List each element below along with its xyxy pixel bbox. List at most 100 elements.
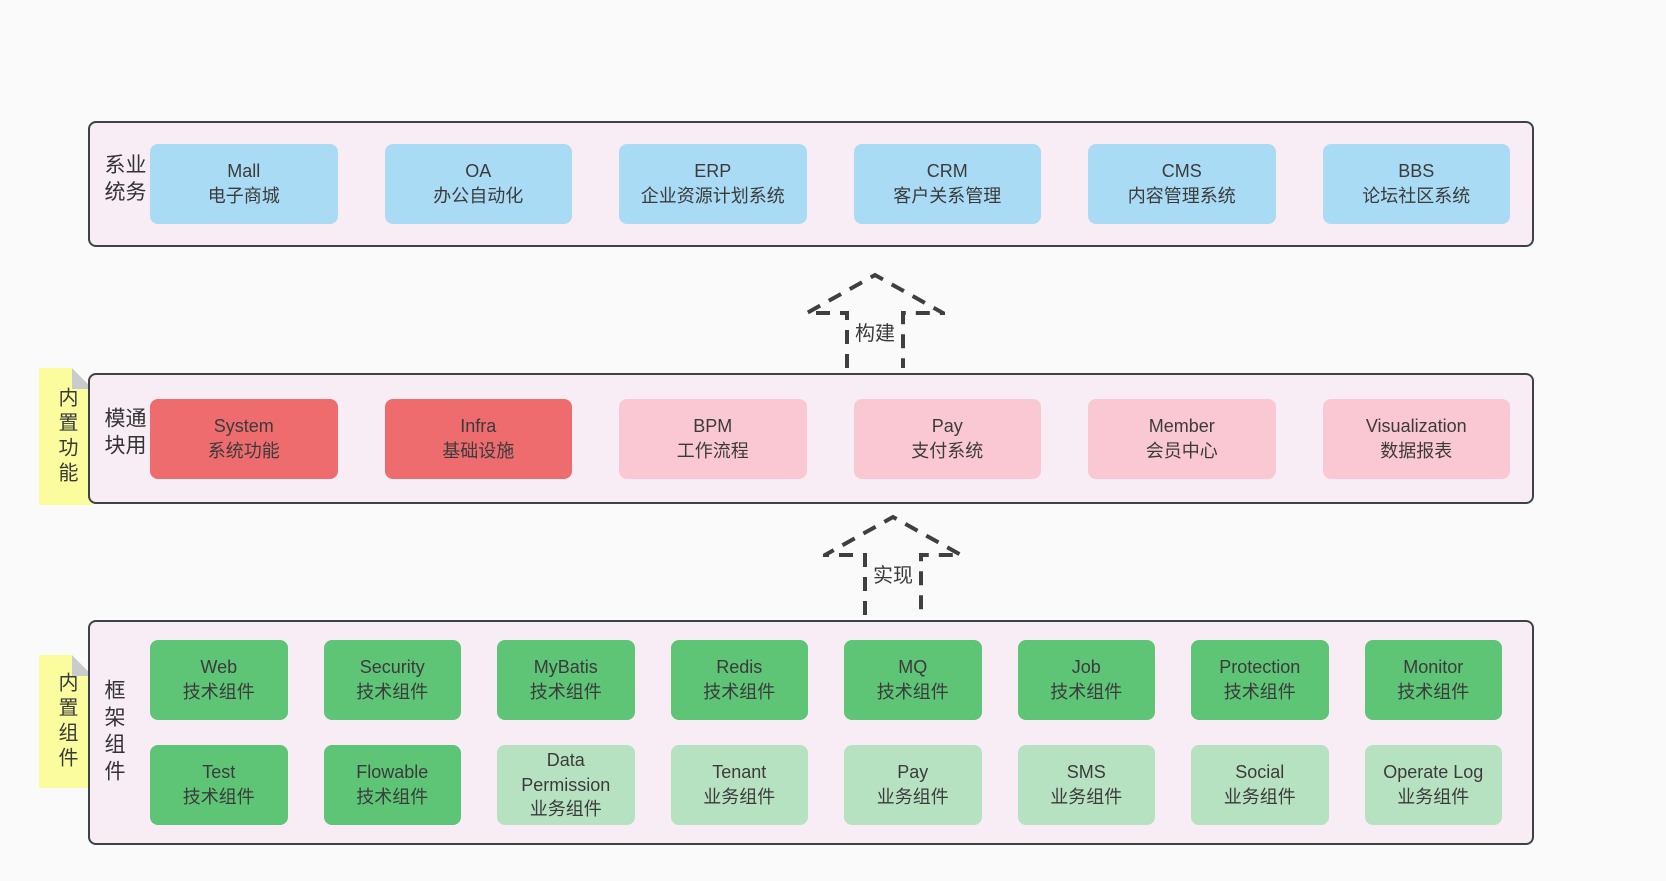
- box-title: OA: [465, 161, 492, 182]
- sticky-note-builtin-components: 内置组件: [39, 655, 93, 788]
- box-subtitle: 技术组件: [703, 682, 776, 702]
- box-subtitle: 技术组件: [182, 682, 255, 702]
- implement-arrow-label: 实现: [870, 559, 916, 588]
- box-social: Social 业务组件: [1191, 745, 1329, 825]
- box-title: MQ: [898, 657, 928, 678]
- framework-components-side-label: 框架组件: [102, 678, 125, 787]
- box-erp: ERP 企业资源计划系统: [619, 144, 807, 224]
- box-subtitle: 企业资源计划系统: [640, 186, 785, 206]
- box-title: MyBatis: [533, 657, 598, 678]
- box-title: Web: [200, 657, 238, 678]
- box-subtitle: 论坛社区系统: [1362, 186, 1471, 206]
- box-protection: Protection 技术组件: [1191, 640, 1329, 720]
- box-subtitle: 工作流程: [676, 440, 749, 461]
- box-subtitle: 数据报表: [1380, 440, 1453, 461]
- common-modules-side-label: 通用模块: [102, 406, 146, 461]
- box-pay: Pay 业务组件: [844, 745, 982, 825]
- sticky-builtin-components-label: 内置组件: [55, 671, 77, 772]
- box-subtitle: 电子商城: [207, 186, 280, 206]
- sticky-note-builtin-features: 内置功能: [39, 368, 93, 505]
- box-title: SMS: [1066, 762, 1106, 783]
- implement-arrow: 实现: [823, 514, 963, 615]
- box-subtitle: 支付系统: [911, 440, 984, 461]
- box-title: Flowable: [356, 762, 429, 783]
- box-flowable: Flowable 技术组件: [323, 745, 461, 825]
- box-subtitle: 业务组件: [1223, 787, 1296, 807]
- box-title: Pay: [931, 415, 963, 436]
- box-title: Redis: [716, 657, 763, 678]
- box-subtitle: 内容管理系统: [1127, 186, 1236, 206]
- box-subtitle: 系统功能: [207, 440, 280, 461]
- box-title: Tenant: [712, 762, 767, 783]
- box-subtitle: 技术组件: [1397, 682, 1470, 702]
- box-subtitle: 技术组件: [1050, 682, 1123, 702]
- box-subtitle: 技术组件: [356, 682, 429, 702]
- box-subtitle: 业务组件: [1050, 787, 1123, 807]
- up-arrow-dashed-icon: [823, 514, 963, 615]
- box-title: BPM: [693, 415, 733, 436]
- box-visualization: Visualization 数据报表: [1322, 398, 1510, 479]
- box-subtitle: 技术组件: [529, 682, 602, 702]
- box-data-permission: Data Permission 业务组件: [497, 745, 635, 825]
- box-subtitle: 业务组件: [529, 799, 602, 820]
- up-arrow-dashed-icon: [805, 272, 945, 368]
- box-job: Job 技术组件: [1017, 640, 1155, 720]
- box-title: ERP: [694, 161, 732, 182]
- box-title: Member: [1148, 415, 1215, 436]
- box-subtitle: 业务组件: [876, 787, 949, 807]
- layer-business-systems: 业务系统 Mall 电子商城 OA 办公自动化 ERP 企业资源计划系统 CRM 客户关系管理…: [88, 121, 1534, 247]
- box-sms: SMS 业务组件: [1017, 745, 1155, 825]
- box-title: CMS: [1161, 161, 1202, 182]
- box-title: CRM: [926, 161, 968, 182]
- box-subtitle: 技术组件: [876, 682, 949, 702]
- box-title: Protection: [1219, 657, 1301, 678]
- box-title: Job: [1071, 657, 1101, 678]
- box-cms: CMS 内容管理系统: [1088, 144, 1276, 224]
- box-title: Operate Log: [1383, 762, 1484, 783]
- box-subtitle: 会员中心: [1145, 440, 1218, 461]
- box-title: Infra: [460, 415, 497, 436]
- box-monitor: Monitor 技术组件: [1364, 640, 1502, 720]
- box-subtitle: 技术组件: [182, 787, 255, 807]
- box-mall: Mall 电子商城: [150, 144, 338, 224]
- box-subtitle: 基础设施: [442, 440, 515, 461]
- box-redis: Redis 技术组件: [670, 640, 808, 720]
- box-crm: CRM 客户关系管理: [853, 144, 1041, 224]
- box-subtitle: 业务组件: [703, 787, 776, 807]
- box-subtitle: 办公自动化: [433, 186, 524, 206]
- box-member: Member 会员中心: [1088, 398, 1276, 479]
- box-infra: Infra 基础设施: [384, 398, 572, 479]
- box-bbs: BBS 论坛社区系统: [1322, 144, 1510, 224]
- box-title: Data Permission: [521, 749, 611, 795]
- box-mq: MQ 技术组件: [844, 640, 982, 720]
- box-bpm: BPM 工作流程: [619, 398, 807, 479]
- box-subtitle: 技术组件: [356, 787, 429, 807]
- box-oa: OA 办公自动化: [384, 144, 572, 224]
- box-subtitle: 技术组件: [1223, 682, 1296, 702]
- box-title: Social: [1235, 762, 1285, 783]
- box-title: Pay: [897, 762, 929, 783]
- box-tenant: Tenant 业务组件: [670, 745, 808, 825]
- box-subtitle: 客户关系管理: [893, 186, 1002, 206]
- business-systems-side-label: 业务系统: [102, 153, 146, 208]
- build-arrow: 构建: [805, 272, 945, 368]
- box-web: Web 技术组件: [150, 640, 288, 720]
- box-title: BBS: [1398, 161, 1435, 182]
- box-title: Visualization: [1365, 415, 1467, 436]
- box-title: Mall: [227, 161, 261, 182]
- business-systems-box-row: Mall 电子商城 OA 办公自动化 ERP 企业资源计划系统 CRM 客户关系管理 CMS 内容…: [150, 123, 1510, 245]
- build-arrow-label: 构建: [852, 317, 898, 346]
- box-mybatis: MyBatis 技术组件: [497, 640, 635, 720]
- box-title: Monitor: [1403, 657, 1464, 678]
